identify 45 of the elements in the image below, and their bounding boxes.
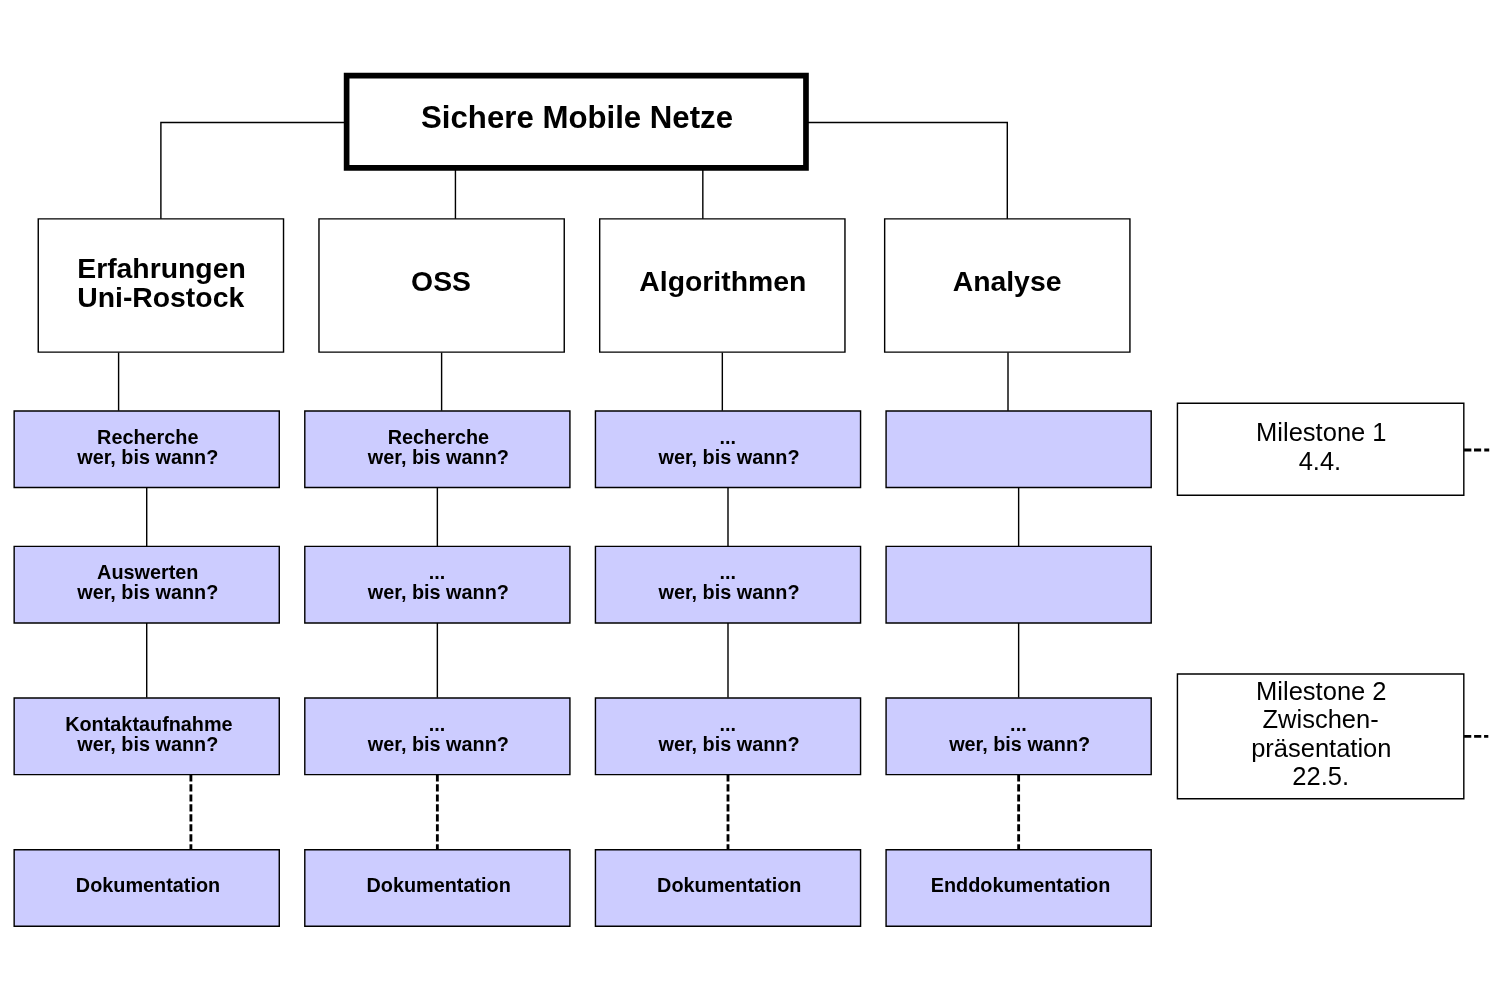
node-box: ... wer, bis wann? xyxy=(304,697,571,776)
connector xyxy=(805,121,1008,220)
connector xyxy=(435,774,439,850)
connector xyxy=(117,351,120,412)
connector xyxy=(1017,622,1020,699)
node-box: Milestone 2 Zwischen- präsentation 22.5. xyxy=(1176,673,1465,800)
connector xyxy=(727,487,729,547)
node-box: Recherche wer, bis wann? xyxy=(304,410,571,489)
connector xyxy=(1017,487,1020,547)
connector xyxy=(1007,351,1009,412)
node-box: Dokumentation xyxy=(304,849,571,928)
node-box: Kontaktaufnahme wer, bis wann? xyxy=(13,697,280,776)
node-box: Dokumentation xyxy=(13,849,280,928)
node-box: ... wer, bis wann? xyxy=(885,697,1152,776)
connector xyxy=(146,487,148,547)
node-box: Milestone 1 4.4. xyxy=(1176,402,1465,497)
node-box xyxy=(885,410,1152,489)
node-box: Recherche wer, bis wann? xyxy=(13,410,280,489)
node-box: Analyse xyxy=(883,218,1131,353)
node-box: Algorithmen xyxy=(599,218,846,353)
connector xyxy=(1464,734,1489,738)
connector xyxy=(436,487,439,547)
connector xyxy=(160,121,347,220)
node-box: Sichere Mobile Netze xyxy=(343,72,809,171)
node-box: ... wer, bis wann? xyxy=(594,545,862,624)
node-box: ... wer, bis wann? xyxy=(594,697,862,776)
node-box: ... wer, bis wann? xyxy=(594,410,862,489)
connector xyxy=(726,774,730,850)
connector xyxy=(727,622,729,699)
node-box xyxy=(885,545,1152,624)
node-box: OSS xyxy=(318,218,565,353)
connector xyxy=(440,351,443,412)
connector xyxy=(146,622,148,699)
node-box: Dokumentation xyxy=(594,849,862,928)
connector xyxy=(721,351,724,412)
connector xyxy=(454,167,457,220)
node-box: Erfahrungen Uni-Rostock xyxy=(37,218,285,353)
connector xyxy=(189,774,193,850)
node-box: Enddokumentation xyxy=(885,849,1152,928)
node-box: Auswerten wer, bis wann? xyxy=(13,545,280,624)
node-box: ... wer, bis wann? xyxy=(304,545,571,624)
connector xyxy=(1017,774,1021,850)
connector xyxy=(1464,448,1490,452)
connector xyxy=(702,167,704,220)
connector xyxy=(436,622,439,699)
